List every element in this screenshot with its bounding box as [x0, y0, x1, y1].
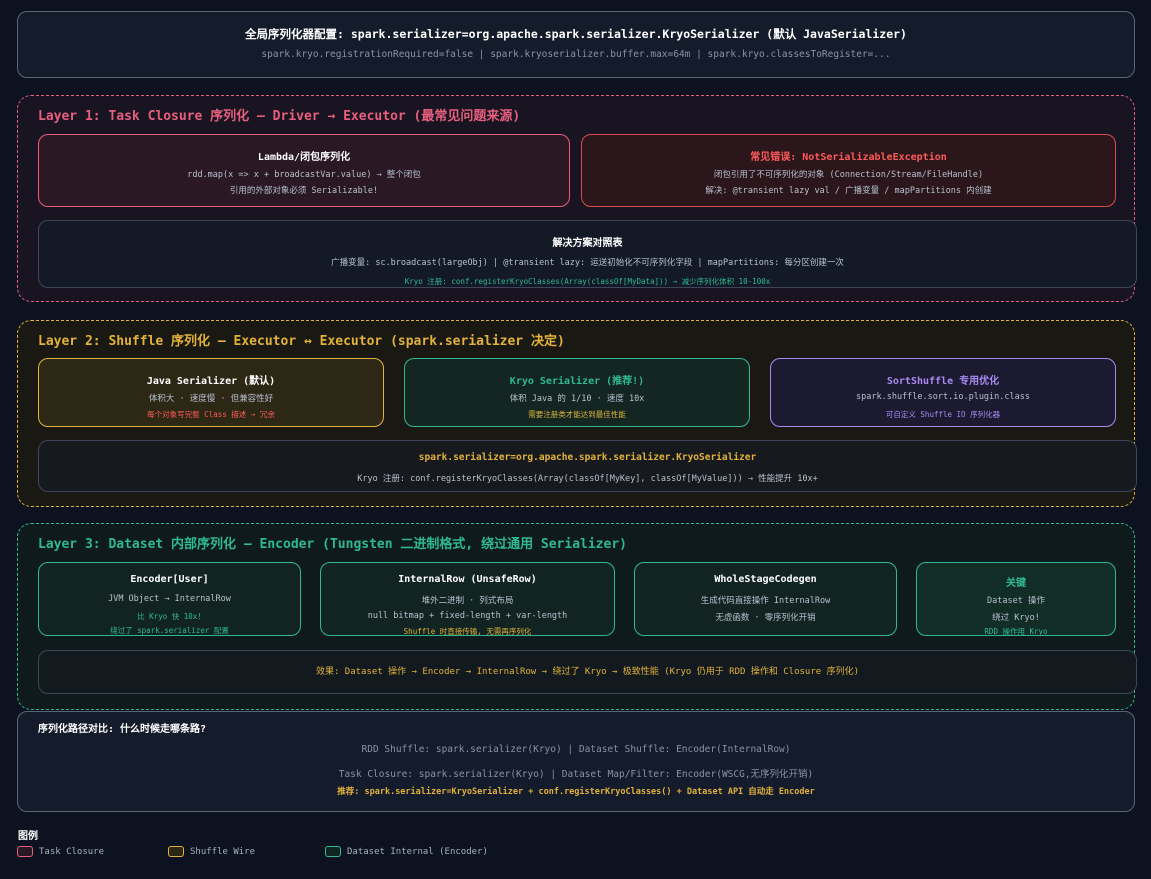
- java-serializer-line1: 体积大 · 速度慢 · 但兼容性好: [148, 394, 274, 404]
- dataset-effect-box: 效果: Dataset 操作 → Encoder → InternalRow →…: [38, 650, 1137, 694]
- path-comparison-line2: Task Closure: spark.serializer(Kryo) | D…: [338, 769, 814, 780]
- lambda-closure-title: Lambda/闭包序列化: [257, 152, 351, 163]
- encoder-user-line2: 比 Kryo 快 10x!: [137, 612, 202, 621]
- solution-title: 解决方案对照表: [552, 238, 623, 249]
- path-comparison-title: 序列化路径对比: 什么时候走哪条路?: [38, 724, 207, 735]
- error-title: 常见错误: NotSerializableException: [750, 152, 947, 163]
- kryo-serializer-box: Kryo Serializer (推荐!) 体积 Java 的 1/10 · 速…: [404, 358, 750, 427]
- encoder-user-line3: 绕过了 spark.serializer 配置: [110, 626, 229, 635]
- internalrow-title: InternalRow (UnsafeRow): [398, 574, 537, 585]
- key-title: 关键: [1006, 578, 1026, 589]
- solution-line2: Kryo 注册: conf.registerKryoClasses(Array(…: [404, 277, 771, 286]
- encoder-user-box: Encoder[User] JVM Object → InternalRow 比…: [38, 562, 301, 636]
- lambda-closure-line2: 引用的外部对象必须 Serializable!: [229, 186, 379, 196]
- lambda-closure-box: Lambda/闭包序列化 rdd.map(x => x + broadcastV…: [38, 134, 570, 207]
- wholestagecodegen-line1: 生成代码直接操作 InternalRow: [700, 596, 831, 606]
- legend-item-shuffle-wire: Shuffle Wire: [168, 846, 255, 857]
- kryo-serializer-line2: 需要注册类才能达到最佳性能: [528, 410, 626, 419]
- internalrow-line1: 堆外二进制 · 列式布局: [421, 596, 514, 606]
- key-line3: RDD 操作用 Kryo: [984, 627, 1048, 636]
- layer3-dataset-encoder: Layer 3: Dataset 内部序列化 — Encoder (Tungst…: [17, 523, 1137, 710]
- path-comparison-line1: RDD Shuffle: spark.serializer(Kryo) | Da…: [361, 744, 791, 755]
- legend-swatch-task-closure: [17, 846, 33, 857]
- java-serializer-box: Java Serializer (默认) 体积大 · 速度慢 · 但兼容性好 每…: [38, 358, 384, 427]
- sortshuffle-title: SortShuffle 专用优化: [886, 376, 1000, 387]
- internalrow-line3: Shuffle 时直接传输, 无需再序列化: [403, 627, 532, 636]
- key-line2: 绕过 Kryo!: [992, 613, 1040, 623]
- legend-label-task-closure: Task Closure: [39, 846, 105, 857]
- layer2-shuffle: Layer 2: Shuffle 序列化 — Executor ↔ Execut…: [17, 320, 1137, 507]
- shuffle-config-line1: Kryo 注册: conf.registerKryoClasses(Array(…: [357, 474, 818, 484]
- wholestagecodegen-box: WholeStageCodegen 生成代码直接操作 InternalRow 无…: [634, 562, 897, 636]
- error-line1: 闭包引用了不可序列化的对象 (Connection/Stream/FileHan…: [713, 170, 984, 180]
- global-config-box: 全局序列化器配置: spark.serializer=org.apache.sp…: [17, 11, 1135, 78]
- kryo-serializer-title: Kryo Serializer (推荐!): [509, 376, 645, 387]
- legend-swatch-shuffle-wire: [168, 846, 184, 857]
- key-box: 关键 Dataset 操作 绕过 Kryo! RDD 操作用 Kryo: [916, 562, 1116, 636]
- internalrow-box: InternalRow (UnsafeRow) 堆外二进制 · 列式布局 nul…: [320, 562, 615, 636]
- not-serializable-error-box: 常见错误: NotSerializableException 闭包引用了不可序列…: [581, 134, 1116, 207]
- legend-label-dataset-internal: Dataset Internal (Encoder): [347, 846, 488, 857]
- kryo-serializer-line1: 体积 Java 的 1/10 · 速度 10x: [509, 394, 645, 404]
- layer1-title: Layer 1: Task Closure 序列化 — Driver → Exe…: [38, 109, 521, 124]
- layer2-title: Layer 2: Shuffle 序列化 — Executor ↔ Execut…: [38, 334, 565, 349]
- sortshuffle-line1: spark.shuffle.sort.io.plugin.class: [856, 392, 1030, 402]
- shuffle-config-title: spark.serializer=org.apache.spark.serial…: [418, 452, 757, 463]
- java-serializer-title: Java Serializer (默认): [146, 376, 276, 387]
- internalrow-line2: null bitmap + fixed-length + var-length: [367, 611, 568, 621]
- global-config-subtitle: spark.kryo.registrationRequired=false | …: [261, 49, 891, 60]
- key-line1: Dataset 操作: [987, 596, 1045, 606]
- global-config-title: 全局序列化器配置: spark.serializer=org.apache.sp…: [245, 27, 907, 41]
- wholestagecodegen-title: WholeStageCodegen: [714, 574, 817, 585]
- solution-table-box: 解决方案对照表 广播变量: sc.broadcast(largeObj) | @…: [38, 220, 1137, 288]
- lambda-closure-line1: rdd.map(x => x + broadcastVar.value) → 整…: [187, 170, 421, 180]
- solution-line1: 广播变量: sc.broadcast(largeObj) | @transien…: [331, 258, 844, 268]
- sortshuffle-line2: 可自定义 Shuffle IO 序列化器: [885, 410, 1001, 419]
- error-line2: 解决: @transient lazy val / 广播变量 / mapPart…: [705, 186, 992, 196]
- dataset-effect-text: 效果: Dataset 操作 → Encoder → InternalRow →…: [315, 667, 860, 677]
- legend-item-task-closure: Task Closure: [17, 846, 104, 857]
- shuffle-config-box: spark.serializer=org.apache.spark.serial…: [38, 440, 1137, 492]
- java-serializer-line2: 每个对象写完整 Class 描述 → 冗余: [147, 410, 275, 419]
- legend-item-dataset-internal: Dataset Internal (Encoder): [325, 846, 488, 857]
- legend-swatch-dataset-internal: [325, 846, 341, 857]
- path-comparison-recommendation: 推荐: spark.serializer=KryoSerializer + co…: [337, 787, 815, 797]
- sortshuffle-box: SortShuffle 专用优化 spark.shuffle.sort.io.p…: [770, 358, 1116, 427]
- legend-title: 图例: [18, 831, 38, 842]
- encoder-user-title: Encoder[User]: [130, 574, 209, 585]
- layer1-task-closure: Layer 1: Task Closure 序列化 — Driver → Exe…: [17, 95, 1137, 302]
- wholestagecodegen-line2: 无虚函数 · 零序列化开销: [715, 613, 816, 623]
- layer3-title: Layer 3: Dataset 内部序列化 — Encoder (Tungst…: [38, 537, 627, 552]
- encoder-user-line1: JVM Object → InternalRow: [108, 594, 231, 604]
- path-comparison-box: 序列化路径对比: 什么时候走哪条路? RDD Shuffle: spark.se…: [17, 711, 1135, 812]
- legend-label-shuffle-wire: Shuffle Wire: [190, 846, 256, 857]
